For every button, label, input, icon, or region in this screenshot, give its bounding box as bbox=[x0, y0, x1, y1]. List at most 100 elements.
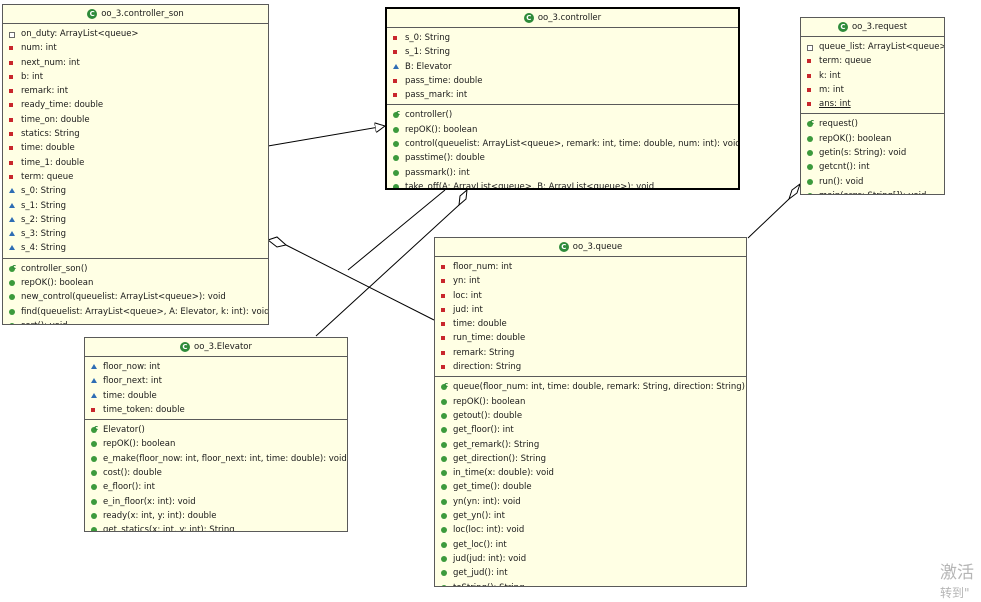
member-row[interactable]: remark: int bbox=[3, 84, 268, 98]
member-row[interactable]: b: int bbox=[3, 70, 268, 84]
member-row[interactable]: term: queue bbox=[801, 54, 944, 68]
member-row[interactable]: on_duty: ArrayList<queue> bbox=[3, 27, 268, 41]
member-row[interactable]: get_yn(): int bbox=[435, 509, 746, 523]
member-row[interactable]: repOK(): boolean bbox=[85, 437, 347, 451]
member-row[interactable]: repOK(): boolean bbox=[3, 276, 268, 290]
member-row[interactable]: repOK(): boolean bbox=[801, 132, 944, 146]
member-row[interactable]: controller_son() bbox=[3, 260, 268, 276]
member-row[interactable]: new_control(queuelist: ArrayList<queue>)… bbox=[3, 290, 268, 304]
member-row[interactable]: time_token: double bbox=[85, 403, 347, 417]
member-row[interactable]: loc: int bbox=[435, 289, 746, 303]
member-row[interactable]: yn(yn: int): void bbox=[435, 495, 746, 509]
member-row[interactable]: num: int bbox=[3, 41, 268, 55]
member-row[interactable]: sort(): void bbox=[3, 319, 268, 324]
constructor-icon bbox=[807, 115, 814, 130]
member-row[interactable]: get_time(): double bbox=[435, 480, 746, 494]
member-row[interactable]: run_time: double bbox=[435, 331, 746, 345]
constructor-icon bbox=[9, 260, 16, 274]
member-text: jud(jud: int): void bbox=[453, 553, 527, 564]
member-row[interactable]: main(args: String[]): void bbox=[801, 189, 944, 194]
member-row[interactable]: getin(s: String): void bbox=[801, 146, 944, 160]
member-row[interactable]: pass_time: double bbox=[387, 74, 738, 88]
member-row[interactable]: find(queuelist: ArrayList<queue>, A: Ele… bbox=[3, 305, 268, 319]
member-row[interactable]: get_direction(): String bbox=[435, 452, 746, 466]
member-row[interactable]: s_4: String bbox=[3, 241, 268, 255]
member-row[interactable]: repOK(): boolean bbox=[387, 123, 738, 137]
member-row[interactable]: loc(loc: int): void bbox=[435, 523, 746, 537]
member-row[interactable]: get_statics(x: int, y: int): String bbox=[85, 523, 347, 531]
member-row[interactable]: yn: int bbox=[435, 274, 746, 288]
member-row[interactable]: jud: int bbox=[435, 303, 746, 317]
member-row[interactable]: in_time(x: double): void bbox=[435, 466, 746, 480]
member-row[interactable]: B: Elevator bbox=[387, 60, 738, 74]
member-row[interactable]: s_0: String bbox=[3, 184, 268, 198]
member-row[interactable]: statics: String bbox=[3, 127, 268, 141]
member-row[interactable]: e_in_floor(x: int): void bbox=[85, 495, 347, 509]
private-field-icon bbox=[807, 59, 811, 64]
member-row[interactable]: remark: String bbox=[435, 346, 746, 360]
member-row[interactable]: getout(): double bbox=[435, 409, 746, 423]
member-row[interactable]: time: double bbox=[85, 389, 347, 403]
constructor-icon bbox=[91, 421, 98, 435]
member-row[interactable]: repOK(): boolean bbox=[435, 395, 746, 409]
member-row[interactable]: toString(): String bbox=[435, 581, 746, 586]
member-row[interactable]: time_on: double bbox=[3, 113, 268, 127]
member-text: floor_now: int bbox=[103, 362, 161, 372]
member-row[interactable]: direction: String bbox=[435, 360, 746, 374]
member-row[interactable]: passmark(): int bbox=[387, 166, 738, 180]
member-row[interactable]: get_loc(): int bbox=[435, 538, 746, 552]
member-text: B: Elevator bbox=[405, 61, 452, 72]
member-row[interactable]: get_jud(): int bbox=[435, 566, 746, 580]
member-row[interactable]: floor_now: int bbox=[85, 360, 347, 374]
member-row[interactable]: s_1: String bbox=[387, 45, 738, 59]
field-icon bbox=[9, 32, 15, 38]
member-row[interactable]: ready_time: double bbox=[3, 98, 268, 112]
member-text: toString(): String bbox=[453, 583, 524, 586]
member-row[interactable]: e_floor(): int bbox=[85, 480, 347, 494]
member-row[interactable]: s_3: String bbox=[3, 227, 268, 241]
private-field-icon bbox=[393, 93, 397, 98]
member-row[interactable]: pass_mark: int bbox=[387, 88, 738, 102]
member-row[interactable]: get_remark(): String bbox=[435, 438, 746, 452]
member-row[interactable]: Elevator() bbox=[85, 421, 347, 437]
member-row[interactable]: next_num: int bbox=[3, 56, 268, 70]
member-row[interactable]: s_2: String bbox=[3, 213, 268, 227]
member-row[interactable]: take_off(A: ArrayList<queue>, B: ArrayLi… bbox=[387, 180, 738, 188]
member-row[interactable]: passtime(): double bbox=[387, 151, 738, 165]
package-field-icon bbox=[9, 216, 15, 222]
member-row[interactable]: control(queuelist: ArrayList<queue>, rem… bbox=[387, 137, 738, 151]
member-row[interactable]: queue(floor_num: int, time: double, rema… bbox=[435, 378, 746, 394]
member-row[interactable]: floor_next: int bbox=[85, 374, 347, 388]
member-row[interactable]: floor_num: int bbox=[435, 260, 746, 274]
public-method-icon bbox=[441, 584, 447, 586]
member-row[interactable]: getcnt(): int bbox=[801, 160, 944, 174]
public-method-icon bbox=[393, 169, 399, 176]
member-row[interactable]: s_0: String bbox=[387, 31, 738, 45]
member-row[interactable]: run(): void bbox=[801, 175, 944, 189]
member-row[interactable]: time_1: double bbox=[3, 156, 268, 170]
member-row[interactable]: time: double bbox=[3, 141, 268, 155]
member-row[interactable]: m: int bbox=[801, 83, 944, 97]
member-row[interactable]: s_1: String bbox=[3, 199, 268, 213]
member-row[interactable]: time: double bbox=[435, 317, 746, 331]
member-row[interactable]: get_floor(): int bbox=[435, 423, 746, 437]
private-field-icon bbox=[393, 78, 397, 83]
member-row[interactable]: ans: int bbox=[801, 97, 944, 111]
member-row[interactable]: k: int bbox=[801, 69, 944, 83]
member-row[interactable]: term: queue bbox=[3, 170, 268, 184]
member-row[interactable]: cost(): double bbox=[85, 466, 347, 480]
member-row[interactable]: request() bbox=[801, 115, 944, 131]
member-row[interactable]: e_make(floor_now: int, floor_next: int, … bbox=[85, 452, 347, 466]
member-row[interactable]: controller() bbox=[387, 106, 738, 122]
member-text: repOK(): boolean bbox=[21, 278, 94, 289]
member-row[interactable]: queue_list: ArrayList<queue> bbox=[801, 40, 944, 54]
private-field-icon bbox=[393, 50, 397, 55]
member-row[interactable]: ready(x: int, y: int): double bbox=[85, 509, 347, 523]
member-row[interactable]: jud(jud: int): void bbox=[435, 552, 746, 566]
